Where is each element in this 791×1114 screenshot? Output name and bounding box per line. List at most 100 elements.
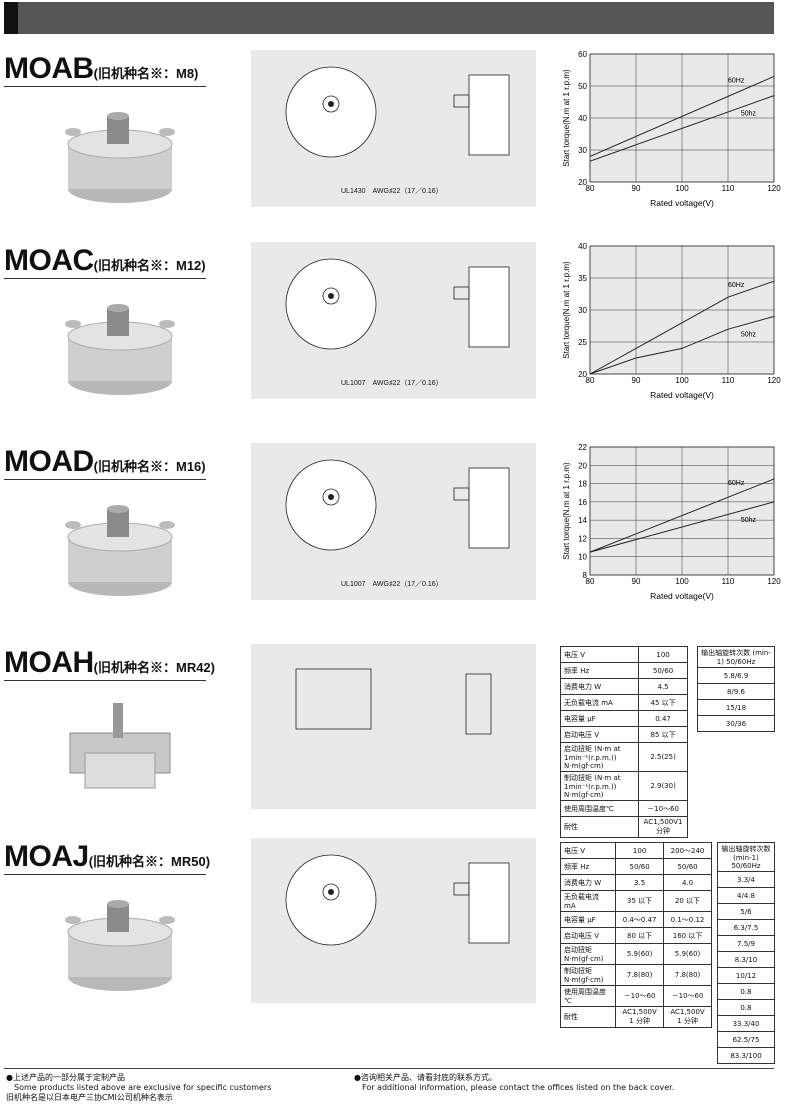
cable-spec: UL1007 AWG♯22（17／0.16）	[341, 379, 443, 387]
y-tick-label: 16	[578, 498, 587, 507]
y-tick-label: 12	[578, 534, 587, 543]
speed-value: 0.8	[717, 983, 775, 1000]
spec-label: 电容量 μF	[559, 710, 640, 727]
footer-note-old: 旧机种名是以日本电产三协CMI公司机种名表示	[6, 1093, 173, 1102]
speed-value: 8.3/10	[717, 951, 775, 968]
spec-label: 耐性	[559, 816, 640, 838]
old-model-name: (旧机种名※：MR42)	[93, 660, 215, 675]
spec-value: 2.5(25)	[638, 742, 688, 772]
spec-value: －10～60	[663, 985, 712, 1007]
dimension-drawing: UL1430 AWG♯22（17／0.16）	[251, 50, 536, 207]
series-label: 60Hz	[728, 480, 745, 487]
cable-spec: UL1430 AWG♯22（17／0.16）	[341, 187, 443, 195]
table-row: 使用周围温度℃－10～60	[559, 800, 688, 817]
spec-value: 3.5	[615, 874, 665, 891]
spec-value: 50/60	[663, 858, 712, 875]
spec-label: 启动电压 V	[559, 726, 640, 743]
spec-value: 85 以下	[638, 726, 688, 743]
model-underline	[4, 479, 206, 480]
y-tick-label: 40	[578, 242, 587, 251]
model-name: MOAH	[4, 646, 94, 679]
spec-value: 160 以下	[663, 927, 712, 944]
model-underline	[4, 86, 206, 87]
speed-value: 8/9.6	[697, 683, 775, 700]
spec-label: 电压 V	[559, 842, 617, 859]
spec-value: 45 以下	[638, 694, 688, 711]
spec-value: AC1,500V 1 分钟	[663, 1006, 712, 1028]
model-title: MOAH(旧机种名※：MR42)	[4, 646, 215, 680]
speed-value: 3.3/4	[717, 871, 775, 888]
spec-value: 2.9(30)	[638, 771, 688, 801]
spec-value: －10～60	[638, 800, 688, 817]
speed-header: 输出轴旋转次数 (min-1) 50/60Hz	[697, 646, 775, 668]
x-tick-label: 110	[722, 376, 735, 385]
speed-value: 62.5/75	[717, 1031, 775, 1048]
motor-photo	[65, 304, 175, 395]
y-tick-label: 18	[578, 480, 587, 489]
spec-label: 频率 Hz	[559, 662, 640, 679]
series-label: 60Hz	[728, 77, 745, 84]
y-tick-label: 22	[578, 443, 587, 452]
model-name: MOAC	[4, 244, 94, 277]
x-tick-label: 90	[632, 184, 641, 193]
y-tick-label: 25	[578, 338, 587, 347]
speed-value: 83.3/100	[717, 1047, 775, 1064]
spec-label: 无负载电流 mA	[559, 890, 617, 912]
series-line	[589, 501, 775, 553]
y-tick-label: 14	[578, 516, 587, 525]
x-tick-label: 110	[722, 184, 735, 193]
series-label: 50hz	[741, 517, 757, 524]
speed-header: 输出轴旋转次数 (min-1) 50/60Hz	[717, 842, 775, 872]
y-axis-label: Start torque(N.m at 1 r.p.m)	[562, 462, 571, 560]
series-line	[589, 280, 775, 375]
table-row: 启动扭矩 (N·m at 1min⁻¹(r.p.m.)) N·m(gf·cm)2…	[559, 742, 688, 772]
spec-label: 电压 V	[559, 646, 640, 663]
table-row: 制动扭矩 N·m(gf·cm)7.8(80)7.8(80)	[559, 964, 712, 986]
spec-label: 启动扭矩 N·m(gf·cm)	[559, 943, 617, 965]
speed-value: 0.8	[717, 999, 775, 1016]
spec-value: 200～240	[663, 842, 712, 859]
spec-value: 20 以下	[663, 890, 712, 912]
dimension-drawing	[251, 838, 536, 1003]
x-axis-label: Rated voltage(V)	[650, 591, 714, 601]
spec-value: 100	[638, 646, 688, 663]
model-name: MOAJ	[4, 840, 89, 873]
model-title: MOAC(旧机种名※：M12)	[4, 244, 206, 278]
y-tick-label: 20	[578, 370, 587, 379]
series-line	[589, 315, 775, 375]
model-name: MOAD	[4, 445, 94, 478]
x-axis-label: Rated voltage(V)	[650, 390, 714, 400]
x-tick-label: 90	[632, 376, 641, 385]
spec-value: 0.1～0.12	[663, 911, 712, 928]
motor-photo	[65, 505, 175, 596]
y-tick-label: 35	[578, 274, 587, 283]
y-tick-label: 8	[583, 571, 588, 580]
spec-value: AC1,500V1 分钟	[638, 816, 688, 838]
spec-value: 50/60	[638, 662, 688, 679]
model-title: MOAJ(旧机种名※：MR50)	[4, 840, 210, 874]
old-model-name: (旧机种名※：MR50)	[88, 854, 211, 869]
x-tick-label: 120	[767, 577, 781, 586]
series-line	[589, 478, 775, 553]
old-model-name: (旧机种名※：M16)	[93, 459, 206, 474]
y-tick-label: 20	[578, 178, 587, 187]
spec-value: 4.5	[638, 678, 688, 695]
model-title: MOAB(旧机种名※：M8)	[4, 52, 198, 86]
speed-value: 10/12	[717, 967, 775, 984]
spec-value: 7.8(80)	[663, 964, 712, 986]
